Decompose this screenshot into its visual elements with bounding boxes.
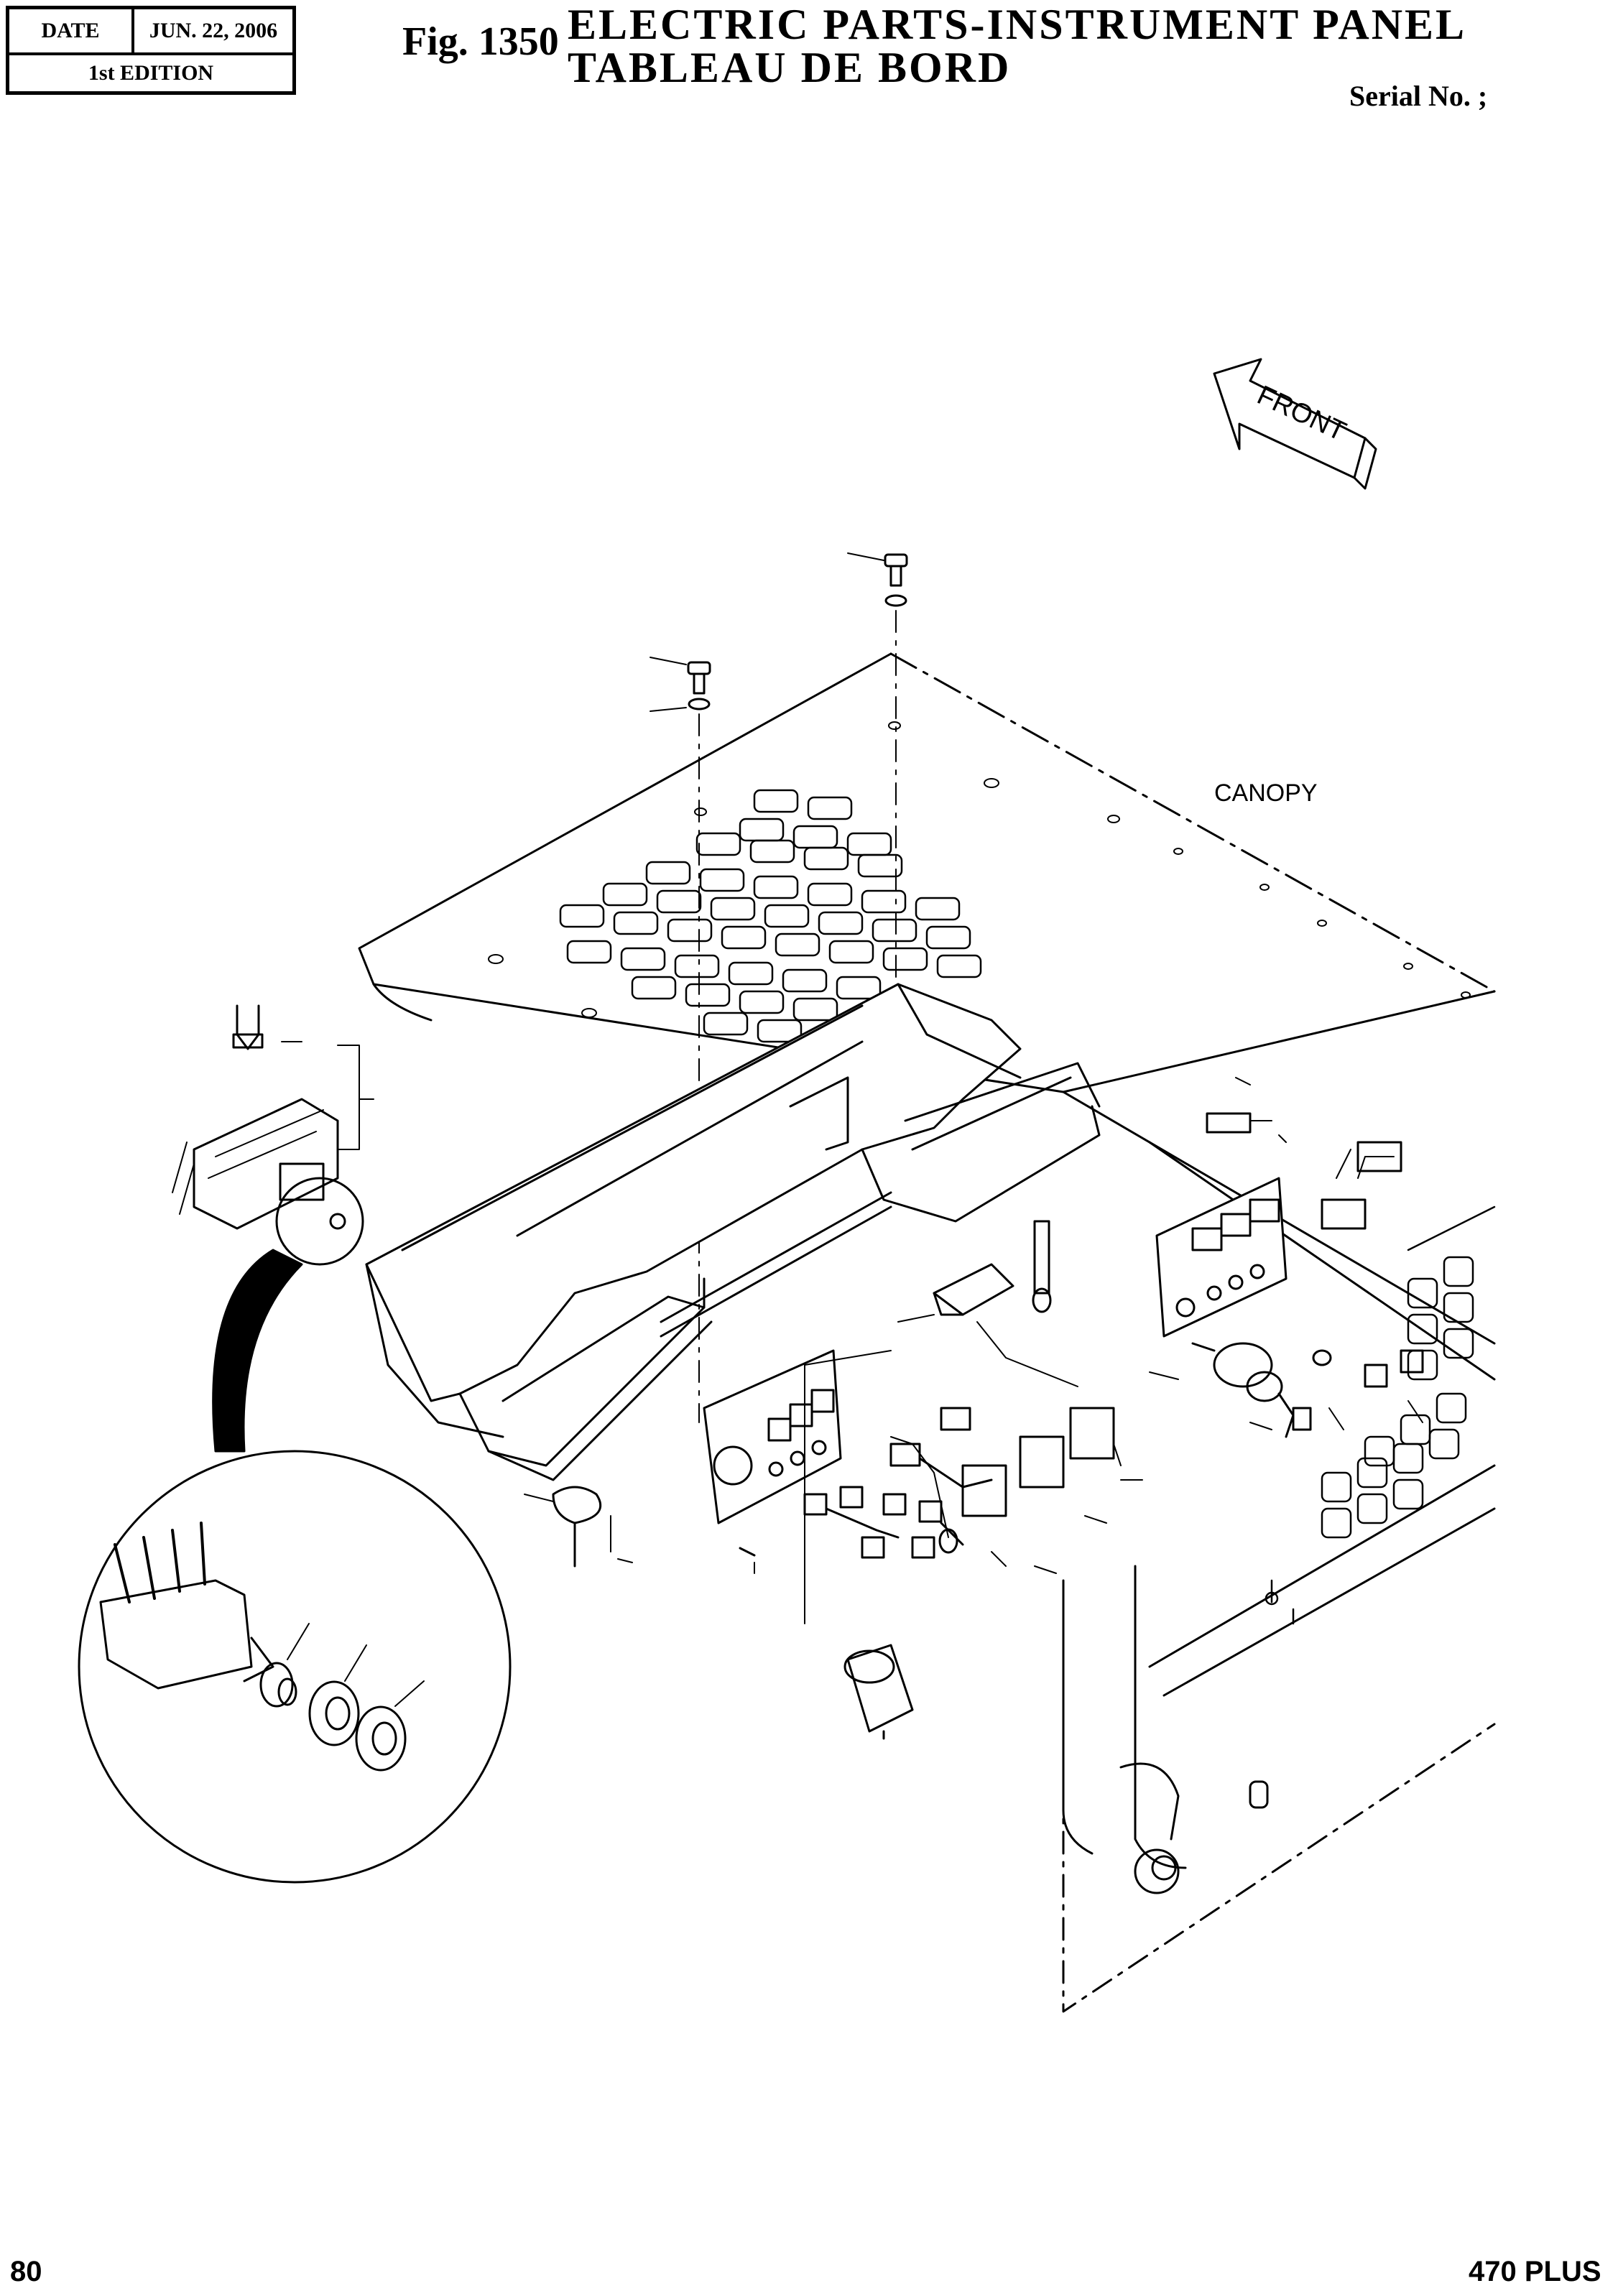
page-number: 80 <box>10 2256 42 2287</box>
front-arrow: FRONT <box>1213 358 1377 490</box>
left-switch-panel <box>703 1349 842 1574</box>
right-switch-panel <box>1149 1077 1424 1438</box>
bolt-top-left <box>649 657 711 1423</box>
date-label: DATE <box>9 9 134 52</box>
date-edition-box: DATE JUN. 22, 2006 1st EDITION <box>6 6 296 95</box>
date-value: JUN. 22, 2006 <box>149 19 278 42</box>
canopy-label: CANOPY <box>1214 779 1318 807</box>
cab-side-grid <box>1265 1205 1496 1625</box>
instrument-panel-housing <box>365 983 1101 1481</box>
title-french: TABLEAU DE BORD <box>568 44 1012 91</box>
model-name: 470 PLUS <box>1469 2256 1601 2287</box>
serial-number: Serial No. ; <box>1349 80 1488 112</box>
harness-connectors-left <box>803 1436 964 1559</box>
figure-number: Fig. 1350 <box>402 19 559 64</box>
bolt-top-right <box>847 552 908 1050</box>
canopy-vent-grid <box>559 789 982 1043</box>
relays <box>889 1407 1143 1574</box>
title-english: ELECTRIC PARTS-INSTRUMENT PANEL <box>568 1 1467 48</box>
edition-label: 1st EDITION <box>88 61 214 85</box>
hour-meter-gauge <box>804 1350 914 1740</box>
canopy-holes <box>488 721 1471 1057</box>
work-light-assembly <box>172 1004 374 1266</box>
dome-light-and-gauge-cable <box>524 1220 1078 1568</box>
detail-magnification <box>78 1249 512 1884</box>
